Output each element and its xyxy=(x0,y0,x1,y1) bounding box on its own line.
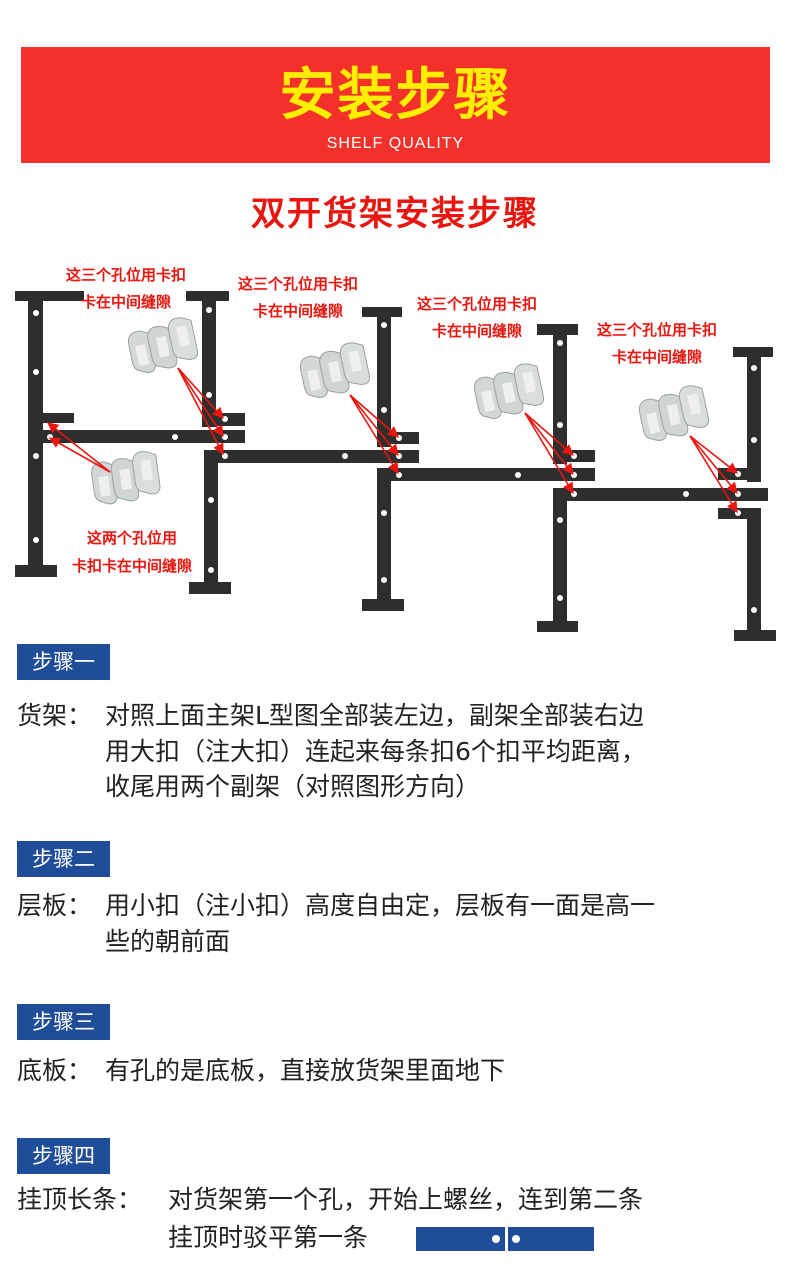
hole-dot xyxy=(512,1235,520,1243)
step-4-badge: 步骤四 xyxy=(17,1138,110,1174)
step-1-label: 货架： xyxy=(17,701,93,730)
diagram-label: 这三个孔位用卡扣 xyxy=(417,295,537,313)
clip-illustration xyxy=(635,382,712,444)
diagram-label: 这三个孔位用卡扣 xyxy=(597,321,717,339)
diagram-label: 卡在中间缝隙 xyxy=(612,348,702,366)
diagram-label: 卡在中间缝隙 xyxy=(432,322,522,340)
clip-illustration xyxy=(470,360,547,422)
diagram-label: 卡扣卡在中间缝隙 xyxy=(72,557,192,575)
step-2-badge: 步骤二 xyxy=(17,841,110,877)
clip-illustration xyxy=(89,449,163,507)
header-banner: 安装步骤 SHELF QUALITY xyxy=(21,47,770,163)
diagram-label: 这三个孔位用卡扣 xyxy=(238,275,358,293)
step-2-label: 层板： xyxy=(17,891,93,920)
step-4-line: 对货架第一个孔，开始上螺丝，连到第二条 xyxy=(168,1185,644,1214)
banner-title: 安装步骤 xyxy=(279,63,512,128)
step-4-line: 挂顶时驳平第一条 xyxy=(168,1223,369,1252)
hole-dot xyxy=(492,1235,500,1243)
step-3-badge: 步骤三 xyxy=(17,1004,110,1040)
step-1-line: 收尾用两个副架（对照图形方向） xyxy=(105,772,481,801)
diagram-label: 这三个孔位用卡扣 xyxy=(66,266,186,284)
clip-illustration xyxy=(124,314,201,376)
step-1-line: 对照上面主架L型图全部装左边，副架全部装右边 xyxy=(105,701,644,730)
step-2-line: 用小扣（注小扣）高度自由定，层板有一面是高一 xyxy=(105,891,656,920)
diagram-label: 卡在中间缝隙 xyxy=(253,302,343,320)
clip-illustration xyxy=(296,339,373,401)
step-1-badge: 步骤一 xyxy=(17,644,110,680)
section-title: 双开货架安装步骤 xyxy=(251,194,539,234)
step-3-line: 有孔的是底板，直接放货架里面地下 xyxy=(105,1056,506,1085)
strip-joint xyxy=(505,1225,508,1253)
diagram-label: 这两个孔位用 xyxy=(87,529,177,547)
step-3-label: 底板： xyxy=(17,1056,93,1085)
diagram-label: 卡在中间缝隙 xyxy=(81,293,171,311)
step-4-label: 挂顶长条： xyxy=(17,1185,143,1214)
shelf-assembly-diagram: 这三个孔位用卡扣 卡在中间缝隙 这三个孔位用卡扣 卡在中间缝隙 这三个孔位用卡扣… xyxy=(15,266,776,641)
step-1-line: 用大扣（注大扣）连起来每条扣6个扣平均距离， xyxy=(105,737,646,766)
banner-subtitle: SHELF QUALITY xyxy=(326,135,465,152)
step-2-line: 些的朝前面 xyxy=(105,927,231,956)
